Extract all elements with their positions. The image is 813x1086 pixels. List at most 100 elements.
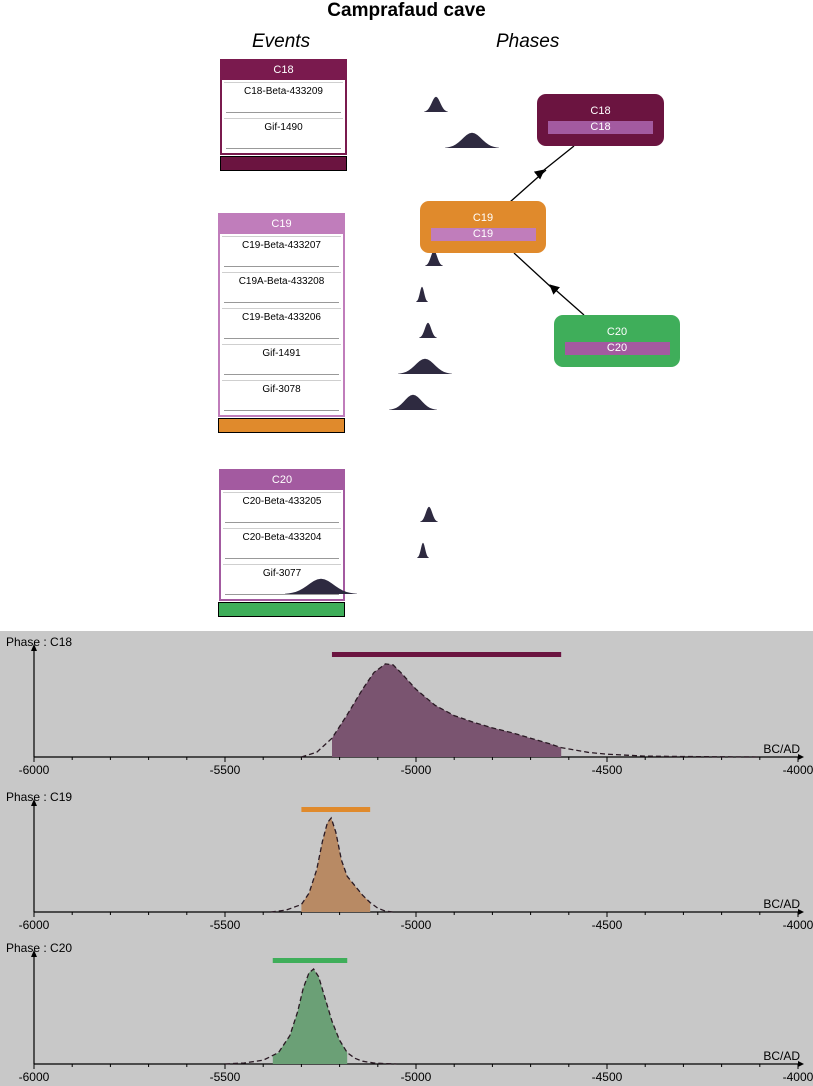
x-tick-label: -6000 <box>19 1070 50 1084</box>
phase-bar-c18 <box>220 156 347 171</box>
y-axis-arrow <box>31 799 37 806</box>
event-label: Gif-3077 <box>262 568 302 579</box>
phase-node-subtitle: C19 <box>430 228 536 241</box>
density-area <box>301 818 371 912</box>
event-distribution-plot <box>389 394 437 410</box>
event-group-header: C18 <box>222 61 345 80</box>
x-tick-label: -5000 <box>401 918 432 932</box>
event-distribution-plot <box>445 132 499 148</box>
event-distribution-shape <box>417 542 429 558</box>
event-label: Gif-3078 <box>262 384 301 395</box>
x-tick-label: -4000 <box>783 763 813 777</box>
x-axis-label: BC/AD <box>763 897 800 911</box>
event-baseline <box>224 410 339 411</box>
event-distribution-plot <box>419 322 437 338</box>
x-tick-label: -5500 <box>210 918 241 932</box>
event-item[interactable]: C19-Beta-433207 <box>222 236 443 270</box>
interval-bar <box>301 807 371 812</box>
events-heading: Events <box>252 31 311 52</box>
x-axis-arrow <box>798 754 804 760</box>
event-distribution-shape <box>424 96 448 112</box>
event-item[interactable]: Gif-3077 <box>223 564 357 598</box>
x-tick-label: -4500 <box>592 1070 623 1084</box>
phase-node-subtitle: C20 <box>564 342 670 355</box>
phase-c19-density-chart: -6000 -5500 -5000 -4500 -4000 Phase : C19BC/A… <box>6 790 813 932</box>
event-group-header: C19 <box>220 215 343 234</box>
density-curve <box>224 968 397 1065</box>
event-label: C20-Beta-433204 <box>242 532 322 543</box>
phase-graph-arrows <box>509 145 585 316</box>
phase-node-c18[interactable]: C18 C18 <box>537 94 664 146</box>
phases-heading: Phases <box>496 31 560 52</box>
x-axis-arrow <box>798 1061 804 1067</box>
arrow-c20-to-c19-head <box>549 284 585 316</box>
event-group-c18[interactable]: C18 C18-Beta-433209 Gif-1490 <box>220 59 499 155</box>
event-baseline <box>224 374 339 375</box>
phase-node-c19[interactable]: C19 C19 <box>420 201 546 253</box>
x-tick-label: -4500 <box>592 763 623 777</box>
x-tick-label: -5500 <box>210 763 241 777</box>
event-baseline <box>225 522 339 523</box>
phase-node-title: C19 <box>472 212 494 224</box>
event-distribution-shape <box>419 322 437 338</box>
x-axis-label: BC/AD <box>763 742 800 756</box>
event-item[interactable]: Gif-3078 <box>222 380 437 414</box>
event-label: C18-Beta-433209 <box>244 86 323 97</box>
phase-node-title: C20 <box>606 326 628 338</box>
event-distribution-shape <box>445 132 499 148</box>
event-distribution-shape <box>398 358 452 374</box>
density-area <box>332 663 562 757</box>
event-distribution-plot <box>424 96 448 112</box>
x-tick-label: -4500 <box>592 918 623 932</box>
event-label: C19A-Beta-433208 <box>238 276 325 287</box>
phase-bar-c20 <box>218 602 345 617</box>
event-group-c19[interactable]: C19 C19-Beta-433207 C19A-Beta-433208 C19… <box>218 213 452 417</box>
event-baseline <box>224 266 339 267</box>
chart-title: Phase : C19 <box>6 790 72 804</box>
event-group-c20[interactable]: C20 C20-Beta-433205 C20-Beta-433204 Gif-… <box>219 469 438 601</box>
event-item[interactable]: C19-Beta-433206 <box>222 308 437 342</box>
event-distribution-plot <box>398 358 452 374</box>
figure-title: Camprafaud cave <box>327 0 486 21</box>
event-baseline <box>224 302 339 303</box>
x-axis-label: BC/AD <box>763 1049 800 1063</box>
interval-bar <box>331 652 562 657</box>
x-axis-arrow <box>798 909 804 915</box>
x-tick-label: -6000 <box>19 918 50 932</box>
x-tick-label: -5000 <box>401 1070 432 1084</box>
x-tick-label: -6000 <box>19 763 50 777</box>
event-item[interactable]: Gif-1490 <box>224 118 499 152</box>
event-item[interactable]: Gif-1491 <box>222 344 452 378</box>
event-item[interactable]: C19A-Beta-433208 <box>222 272 428 306</box>
x-tick-label: -5000 <box>401 763 432 777</box>
event-distribution-shape <box>285 578 357 594</box>
event-distribution-shape <box>389 394 437 410</box>
phase-node-subtitle: C18 <box>548 121 653 134</box>
chart-title: Phase : C18 <box>6 635 72 649</box>
event-distribution-shape <box>420 506 438 522</box>
event-label: Gif-1490 <box>264 122 303 133</box>
event-distribution-plot <box>417 542 429 558</box>
event-baseline <box>225 558 339 559</box>
event-item[interactable]: C18-Beta-433209 <box>224 82 448 116</box>
event-item[interactable]: C20-Beta-433204 <box>223 528 429 562</box>
density-curve <box>270 816 394 913</box>
event-distribution-plot <box>285 578 357 594</box>
phase-node-c20[interactable]: C20 C20 <box>554 315 680 367</box>
event-group-header: C20 <box>221 471 343 490</box>
density-area <box>272 969 348 1064</box>
event-label: C20-Beta-433205 <box>242 496 322 507</box>
x-tick-label: -4000 <box>783 918 813 932</box>
event-item[interactable]: C20-Beta-433205 <box>223 492 438 526</box>
event-distribution-plot <box>425 250 443 266</box>
event-label: C19-Beta-433207 <box>242 240 321 251</box>
chart-title: Phase : C20 <box>6 941 72 955</box>
event-label: C19-Beta-433206 <box>242 312 321 323</box>
phase-bar-c19 <box>218 418 345 433</box>
event-baseline <box>226 148 341 149</box>
x-tick-label: -5500 <box>210 1070 241 1084</box>
event-baseline <box>225 594 339 595</box>
event-label: Gif-1491 <box>262 348 301 359</box>
